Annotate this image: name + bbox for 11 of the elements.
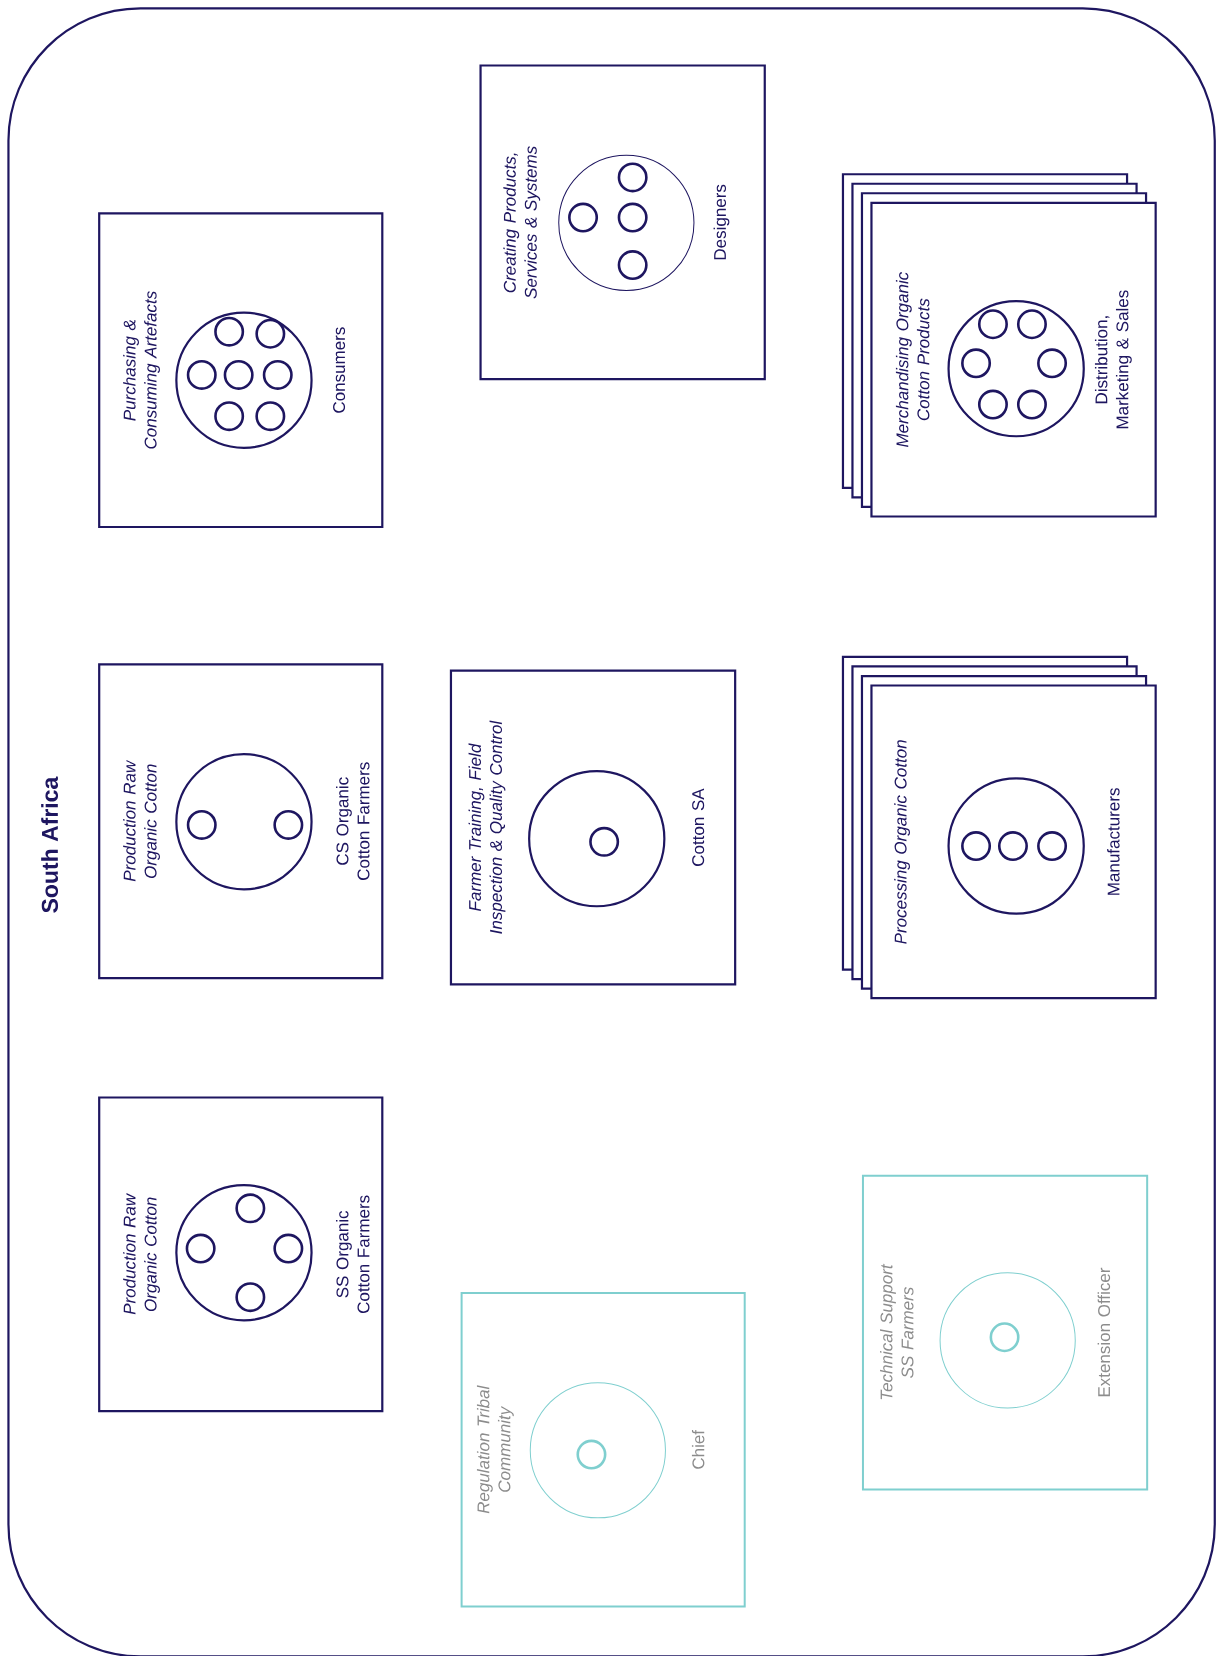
role-box: Merchandising Organic Cotton Products Distribution, Marketing & Sales: [841, 173, 1157, 518]
role-box: Processing Organic Cotton Manufacturers: [841, 655, 1157, 1000]
region-title: South Africa: [41, 776, 59, 913]
region-frame: [7, 7, 1216, 1656]
role-box: Farmer Training, Field Inspection & Quality Control Cotton SA: [449, 669, 737, 986]
role-box: Production Raw Organic Cotton SS Organic Cotton Farmers: [98, 1096, 384, 1413]
role-box: Production Raw Organic Cotton CS Organic Cotton Farmers: [98, 663, 384, 980]
role-box: Technical Support SS Farmers Extension Officer: [861, 1174, 1149, 1491]
role-box: Regulation Tribal Community Chief: [460, 1291, 746, 1608]
role-box: Purchasing & Consuming Artefacts Consumers: [98, 212, 384, 529]
role-box: Creating Products, Services & Systems Designers: [479, 64, 766, 381]
